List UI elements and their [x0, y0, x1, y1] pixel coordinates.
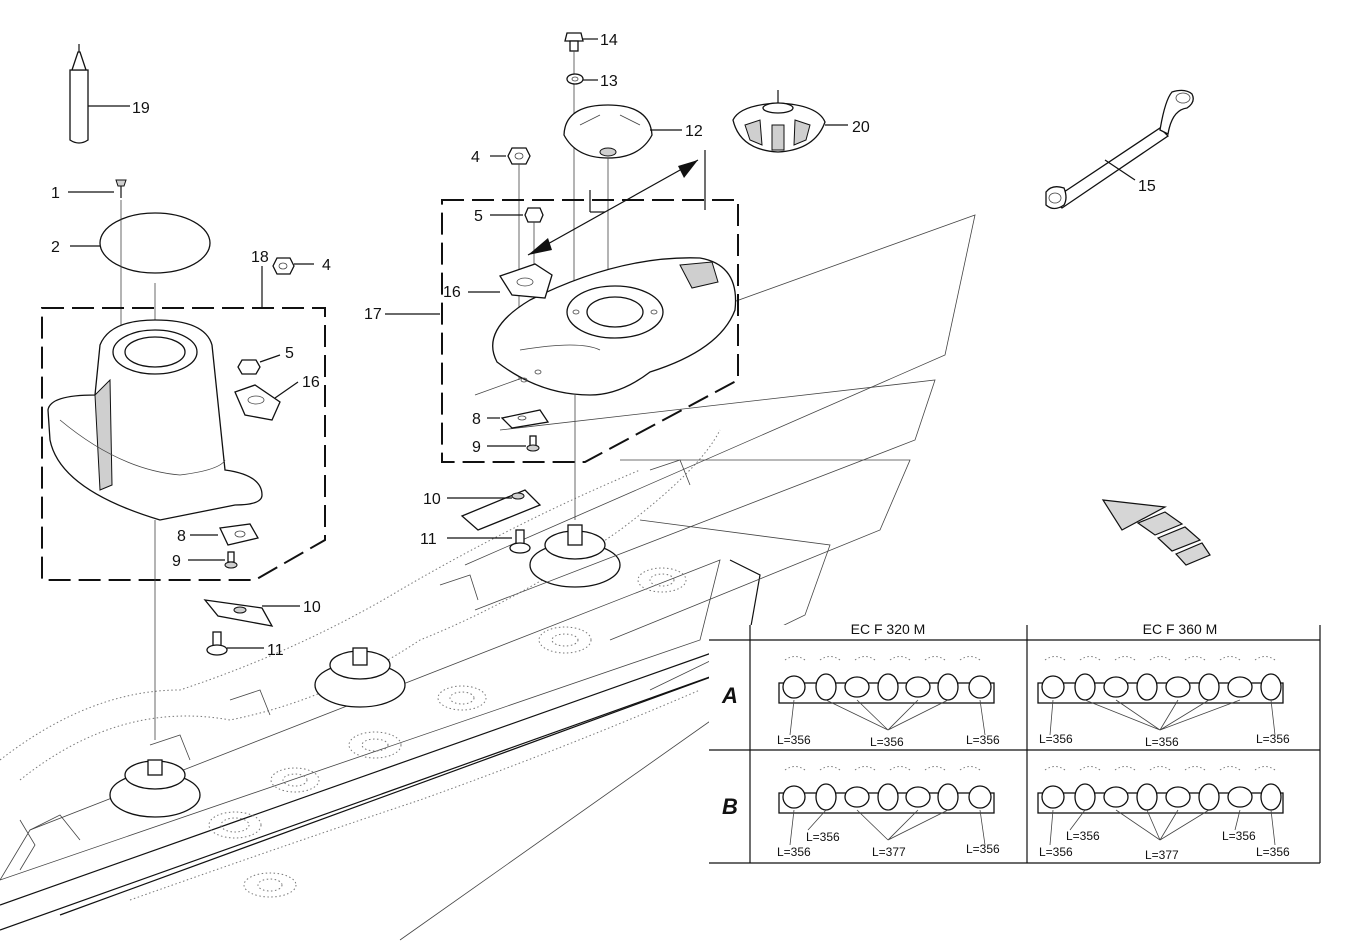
row-label-a: A — [721, 683, 738, 708]
callout-5-left: 5 — [285, 345, 294, 362]
nut-5-left — [237, 354, 281, 375]
blade-10-left — [203, 599, 300, 627]
holder-16-center — [468, 263, 553, 299]
length-label: L=356 — [966, 842, 1000, 856]
length-label: L=356 — [870, 735, 904, 749]
bolt-9-center — [487, 435, 540, 452]
callout-10-left: 10 — [303, 599, 321, 616]
length-label: L=377 — [872, 845, 906, 859]
blade-bolt-11-left — [206, 631, 264, 656]
callout-16-left: 16 — [302, 374, 320, 391]
length-label: L=356 — [1039, 732, 1073, 746]
length-label: L=356 — [1222, 829, 1256, 843]
callout-5-center: 5 — [474, 208, 483, 225]
callout-9-left: 9 — [172, 553, 181, 570]
sealant-tube — [69, 44, 130, 144]
callout-2: 2 — [51, 239, 60, 256]
wrench-15 — [1045, 89, 1194, 210]
plate-8-center — [487, 409, 550, 429]
length-label: L=356 — [777, 733, 811, 747]
length-label: L=356 — [1066, 829, 1100, 843]
callout-18: 18 — [251, 249, 269, 266]
callout-14: 14 — [600, 32, 618, 49]
length-label: L=356 — [777, 845, 811, 859]
blade-bolt-11-center — [447, 529, 531, 554]
length-label: L=356 — [806, 830, 840, 844]
cap-12 — [563, 104, 682, 290]
center-assembly — [385, 32, 1194, 554]
column-header-ecf360m: EC F 360 M — [1143, 621, 1218, 637]
callout-11-center: 11 — [420, 531, 437, 548]
cutter-bar-b-360 — [1037, 766, 1284, 846]
length-label: L=356 — [1256, 732, 1290, 746]
callout-1: 1 — [51, 185, 60, 202]
box-18 — [41, 307, 326, 581]
callout-4-center: 4 — [471, 149, 480, 166]
left-assembly — [41, 44, 326, 740]
configuration-table: EC F 320 M EC F 360 M A B — [709, 621, 1321, 864]
washer-13 — [566, 73, 598, 85]
callout-labels: 1 2 4 4 5 5 8 8 9 9 10 10 11 11 12 13 14… — [51, 32, 1156, 659]
callout-15: 15 — [1138, 178, 1156, 195]
direction-arrow — [1101, 499, 1211, 566]
callout-8-center: 8 — [472, 411, 481, 428]
callout-9-center: 9 — [472, 439, 481, 456]
cap-20 — [732, 90, 848, 153]
callout-20: 20 — [852, 119, 870, 136]
length-label: L=356 — [1039, 845, 1073, 859]
callout-12: 12 — [685, 123, 703, 140]
callout-10-center: 10 — [423, 491, 441, 508]
callout-4-left: 4 — [322, 257, 331, 274]
cutter-bar-a-320 — [778, 656, 995, 736]
column-header-ecf320m: EC F 320 M — [851, 621, 926, 637]
length-label: L=377 — [1145, 848, 1179, 862]
row-label-b: B — [722, 794, 738, 819]
screw-1 — [68, 179, 127, 198]
callout-8-left: 8 — [177, 528, 186, 545]
cutter-bar-assembly — [0, 429, 761, 941]
length-label: L=356 — [1145, 735, 1179, 749]
length-label: L=356 — [966, 733, 1000, 747]
callout-11-left: 11 — [267, 642, 284, 659]
plate-8-left — [190, 523, 259, 546]
box-17 — [441, 199, 739, 463]
measurement-arrow — [527, 150, 706, 256]
cover-plate — [70, 200, 211, 345]
bolt-9-left — [188, 551, 238, 569]
holder-16-left — [234, 381, 299, 421]
nut-4-left — [272, 257, 314, 275]
callout-17: 17 — [364, 306, 382, 323]
drum-housing — [47, 319, 263, 521]
bolt-14 — [564, 32, 598, 310]
blade-10-center — [447, 489, 542, 531]
cutter-disc — [492, 257, 737, 520]
length-label: L=356 — [1256, 845, 1290, 859]
cutter-bar-b-320 — [778, 766, 995, 846]
callout-16-center: 16 — [443, 284, 461, 301]
callout-13: 13 — [600, 73, 618, 90]
cutter-bar-a-360 — [1037, 656, 1284, 736]
callout-19: 19 — [132, 100, 150, 117]
